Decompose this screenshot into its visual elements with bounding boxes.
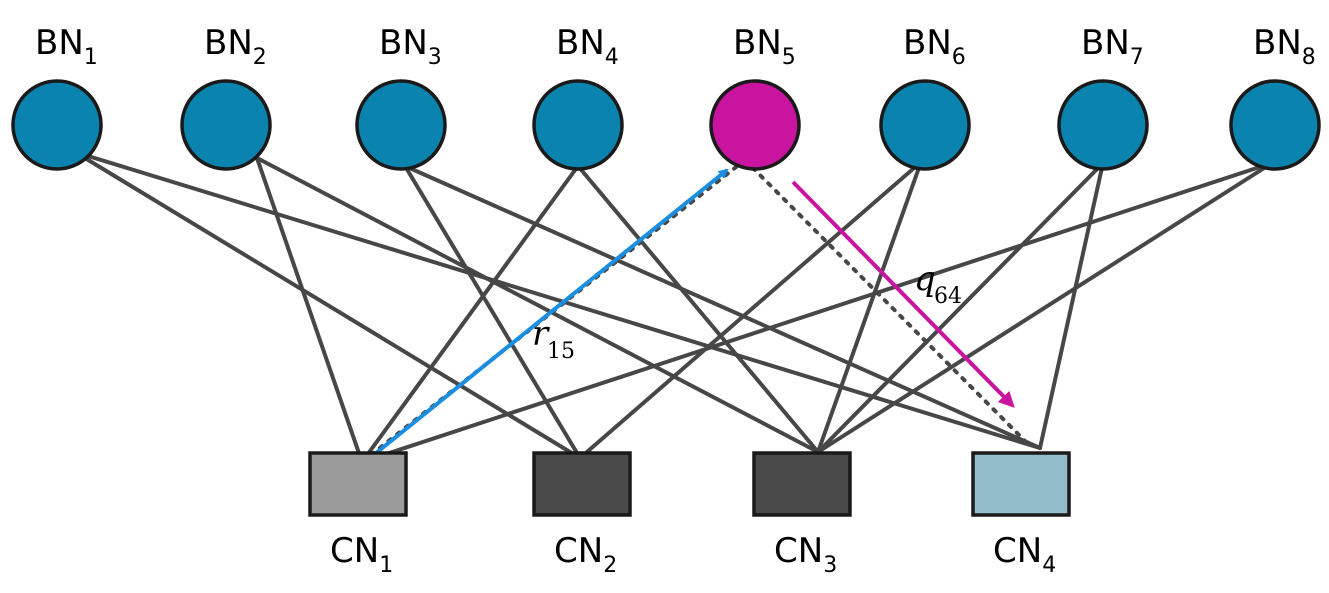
- message-arrows: [363, 168, 1015, 464]
- check-node-box: [308, 451, 408, 517]
- bit-node-circle: [1229, 79, 1321, 171]
- message-var-q: q: [914, 259, 936, 299]
- message-arrow-q64: [791, 180, 1015, 408]
- bit-node-2: BN2: [180, 23, 272, 171]
- check-node-4: CN4: [971, 451, 1071, 578]
- check-node-1: CN1: [308, 451, 408, 578]
- bit-node-circle: [709, 79, 801, 171]
- edge-bn8-cn1: [360, 161, 1274, 464]
- bit-node-label: BN4: [556, 23, 619, 70]
- edge-bn1-cn2: [73, 150, 582, 460]
- edge-bn7-cn3: [816, 161, 1105, 454]
- bit-node-3: BN3: [355, 23, 447, 171]
- check-node-label: CN1: [330, 531, 393, 578]
- bit-node-label: BN5: [733, 23, 796, 70]
- edge-bn6-cn2: [578, 160, 923, 460]
- bit-node-label: BN6: [903, 23, 966, 70]
- bit-node-1: BN1: [11, 23, 103, 171]
- svg-text:r: r: [532, 314, 550, 354]
- bit-node-label: BN2: [204, 23, 267, 70]
- edge-bn3-cn4: [403, 164, 1042, 450]
- edge-bn4-cn1: [360, 164, 580, 464]
- check-node-3: CN3: [752, 451, 852, 578]
- check-node-label: CN2: [554, 531, 617, 578]
- check-node-group: CN1 CN2 CN3 CN4: [308, 451, 1071, 578]
- edge-bn1-cn4: [73, 150, 1042, 450]
- check-node-box: [971, 451, 1071, 517]
- bit-node-label: BN8: [1253, 23, 1316, 70]
- check-node-2: CN2: [532, 451, 632, 578]
- edge-bn7-cn4: [1038, 161, 1105, 450]
- bit-node-6: BN6: [879, 23, 971, 171]
- dotted-edge-bn5-cn4: [743, 158, 1034, 450]
- bit-node-8: BN8: [1229, 23, 1321, 171]
- bit-node-5: BN5: [709, 23, 801, 171]
- message-label-r15: r 15: [532, 314, 575, 364]
- check-node-label: CN3: [774, 531, 837, 578]
- edge-bn2-cn1: [255, 156, 364, 464]
- bit-node-circle: [879, 79, 971, 171]
- bit-node-circle: [180, 79, 272, 171]
- bit-node-label: BN7: [1081, 23, 1144, 70]
- svg-text:q: q: [914, 259, 936, 299]
- bit-node-label: BN3: [379, 23, 442, 70]
- check-node-box: [532, 451, 632, 517]
- bit-node-circle: [11, 79, 103, 171]
- edge-group: [73, 150, 1274, 464]
- message-sub-q: 64: [934, 284, 962, 309]
- edge-bn6-cn3: [816, 160, 923, 454]
- bit-node-circle: [1057, 79, 1149, 171]
- edge-bn4-cn3: [576, 164, 820, 454]
- bit-node-4: BN4: [532, 23, 624, 171]
- bit-node-label: BN1: [35, 23, 98, 70]
- check-node-label: CN4: [993, 531, 1056, 578]
- message-label-q64: q 64: [914, 259, 962, 309]
- bit-node-group: BN1 BN2 BN3 BN4 BN5 BN6 BN7 BN8: [11, 23, 1321, 171]
- edge-bn2-cn3: [255, 156, 820, 454]
- message-var-r: r: [532, 314, 550, 354]
- bit-node-circle: [355, 79, 447, 171]
- bit-node-7: BN7: [1057, 23, 1149, 171]
- message-sub-r: 15: [547, 339, 575, 364]
- message-arrow-r15: [363, 168, 729, 464]
- edge-bn3-cn2: [403, 164, 582, 460]
- bit-node-circle: [532, 79, 624, 171]
- edge-bn8-cn3: [816, 161, 1274, 454]
- check-node-box: [752, 451, 852, 517]
